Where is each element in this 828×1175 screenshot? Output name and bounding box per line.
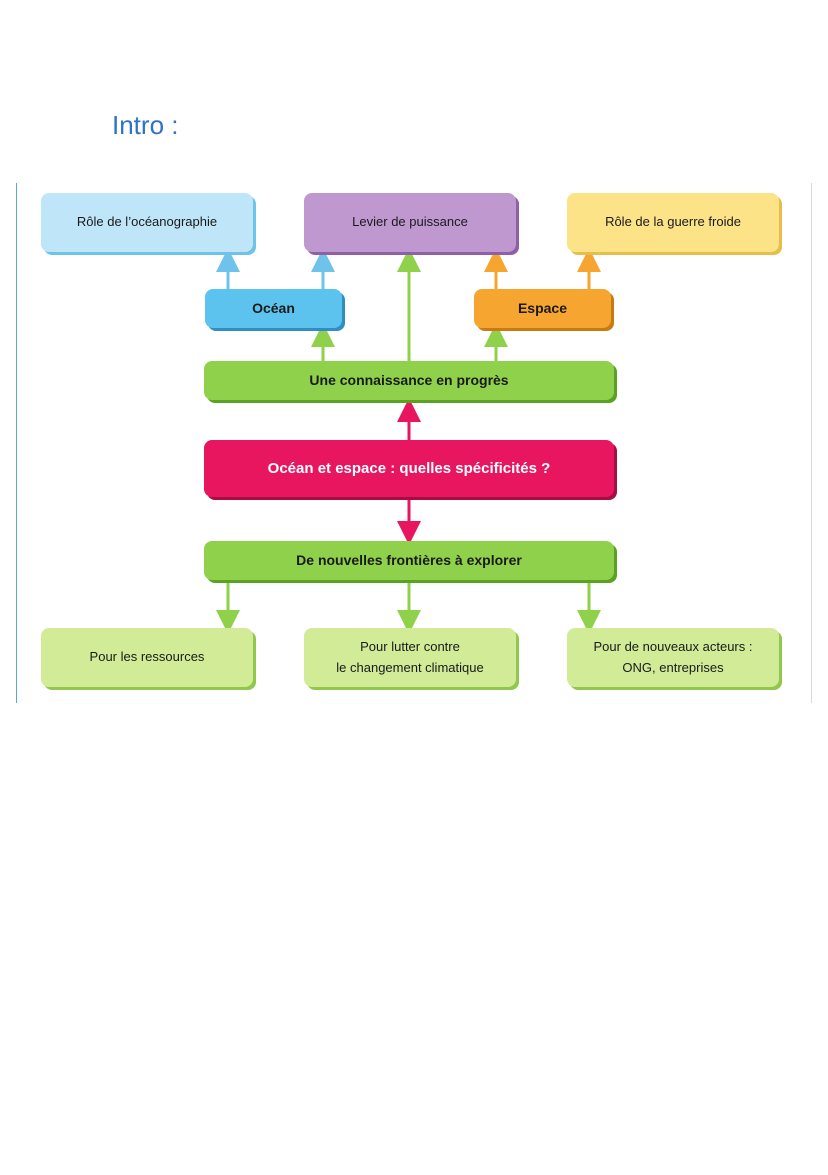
box-acteurs: Pour de nouveaux acteurs : ONG, entrepri… xyxy=(567,628,779,687)
box-ocean: Océan xyxy=(205,289,342,328)
box-frontieres: De nouvelles frontières à explorer xyxy=(204,541,614,580)
box-climat-line2: le changement climatique xyxy=(336,659,484,675)
box-espace-label: Espace xyxy=(517,300,568,317)
box-role-oceanographie: Rôle de l’océanographie xyxy=(41,193,253,252)
intro-title: Intro : xyxy=(112,110,179,140)
box-acteurs-line1: Pour de nouveaux acteurs : xyxy=(593,638,753,654)
box-acteurs-line2: ONG, entreprises xyxy=(622,659,724,675)
box-central-question-label: Océan et espace : quelles spécificités ? xyxy=(267,459,551,477)
box-connaissance-label: Une connaissance en progrès xyxy=(309,372,509,389)
box-espace: Espace xyxy=(474,289,611,328)
box-role-guerre-froide-label: Rôle de la guerre froide xyxy=(605,214,741,230)
box-climat-line1: Pour lutter contre xyxy=(360,638,460,654)
box-levier-puissance-label: Levier de puissance xyxy=(352,214,468,230)
box-connaissance: Une connaissance en progrès xyxy=(204,361,614,400)
box-role-oceanographie-label: Rôle de l’océanographie xyxy=(76,214,218,230)
frame-right-border xyxy=(811,183,812,703)
box-climat: Pour lutter contre le changement climati… xyxy=(304,628,516,687)
frame-left-border xyxy=(16,183,17,703)
box-ocean-label: Océan xyxy=(252,300,295,317)
box-levier-puissance: Levier de puissance xyxy=(304,193,516,252)
box-central-question: Océan et espace : quelles spécificités ? xyxy=(204,440,614,497)
box-frontieres-label: De nouvelles frontières à explorer xyxy=(296,552,522,569)
box-ressources: Pour les ressources xyxy=(41,628,253,687)
box-ressources-label: Pour les ressources xyxy=(89,649,205,665)
box-role-guerre-froide: Rôle de la guerre froide xyxy=(567,193,779,252)
